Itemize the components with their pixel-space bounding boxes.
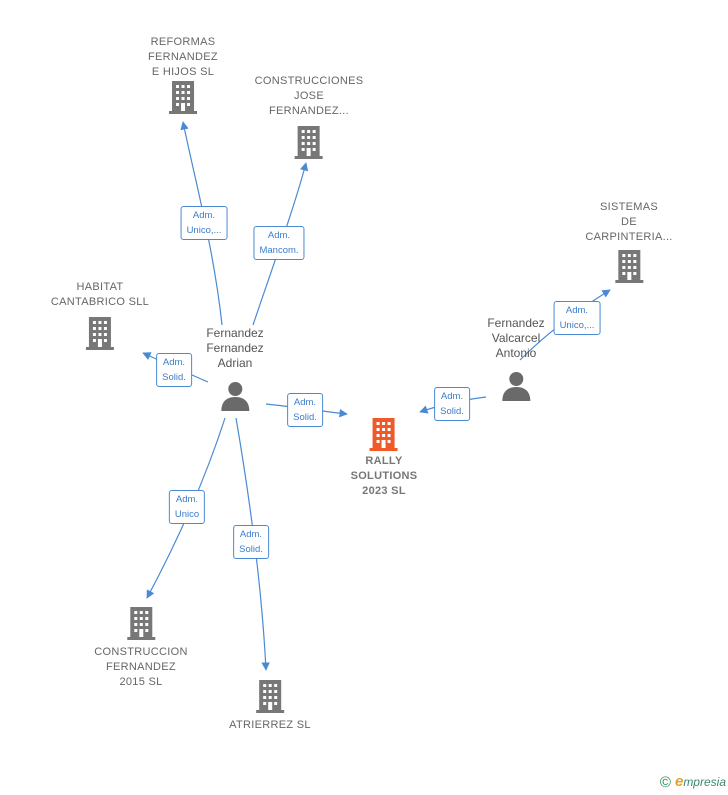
- company-node-habitat[interactable]: HABITAT CANTABRICO SLL: [51, 280, 149, 350]
- edge-label-adrian-atrierrez[interactable]: Adm. Solid.: [233, 525, 269, 559]
- company-label[interactable]: CONSTRUCCIONES JOSE FERNANDEZ...: [254, 75, 364, 117]
- company-label[interactable]: SISTEMAS DE CARPINTERIA...: [585, 201, 673, 243]
- company-node-rally[interactable]: RALLY SOLUTIONS 2023 SL: [351, 417, 418, 499]
- company-node-reformas[interactable]: REFORMAS FERNANDEZ E HIJOS SL: [148, 35, 218, 114]
- person-icon[interactable]: [501, 371, 531, 401]
- company-node-construcciones-jose[interactable]: CONSTRUCCIONES JOSE FERNANDEZ...: [255, 74, 364, 159]
- building-icon[interactable]: [167, 80, 199, 114]
- person-label[interactable]: Fernandez Fernandez Adrian: [206, 326, 264, 370]
- edge-label-antonio-rally[interactable]: Adm. Solid.: [434, 387, 470, 421]
- edge-label-antonio-sistemas[interactable]: Adm. Unico,...: [553, 301, 601, 335]
- brand-name: mpresia: [683, 775, 726, 789]
- building-icon[interactable]: [254, 679, 286, 713]
- person-label[interactable]: Fernandez Valcarcel Antonio: [487, 316, 545, 360]
- building-icon[interactable]: [293, 125, 325, 159]
- building-icon[interactable]: [84, 316, 116, 350]
- building-icon[interactable]: [125, 606, 157, 640]
- edge-label-adrian-reformas[interactable]: Adm. Unico,...: [180, 206, 228, 240]
- building-icon[interactable]: [368, 417, 400, 451]
- edge-label-adrian-construcciones[interactable]: Adm. Mancom.: [253, 226, 305, 260]
- footer-brand[interactable]: © empresia: [660, 773, 726, 791]
- brand-initial: e: [674, 773, 684, 790]
- company-node-construccion-2015[interactable]: CONSTRUCCION FERNANDEZ 2015 SL: [94, 606, 187, 690]
- building-icon[interactable]: [613, 249, 645, 283]
- person-icon[interactable]: [220, 381, 250, 411]
- edge-label-adrian-habitat[interactable]: Adm. Solid.: [156, 353, 192, 387]
- company-label[interactable]: HABITAT CANTABRICO SLL: [50, 281, 150, 308]
- company-label[interactable]: ATRIERREZ SL: [229, 719, 311, 731]
- edge-label-adrian-rally[interactable]: Adm. Solid.: [287, 393, 323, 427]
- edge-label-adrian-construccion2015[interactable]: Adm. Unico: [168, 490, 206, 524]
- company-node-sistemas[interactable]: SISTEMAS DE CARPINTERIA...: [585, 200, 672, 283]
- company-label[interactable]: CONSTRUCCION FERNANDEZ 2015 SL: [94, 646, 188, 688]
- company-label[interactable]: RALLY SOLUTIONS 2023 SL: [350, 455, 418, 497]
- copyright-icon: ©: [659, 773, 671, 791]
- brand-logo[interactable]: empresia: [675, 773, 726, 791]
- person-node-antonio[interactable]: Fernandez Valcarcel Antonio: [487, 316, 545, 401]
- company-node-atrierrez[interactable]: ATRIERREZ SL: [229, 679, 311, 733]
- company-label[interactable]: REFORMAS FERNANDEZ E HIJOS SL: [148, 36, 218, 78]
- person-node-adrian[interactable]: Fernandez Fernandez Adrian: [206, 326, 264, 411]
